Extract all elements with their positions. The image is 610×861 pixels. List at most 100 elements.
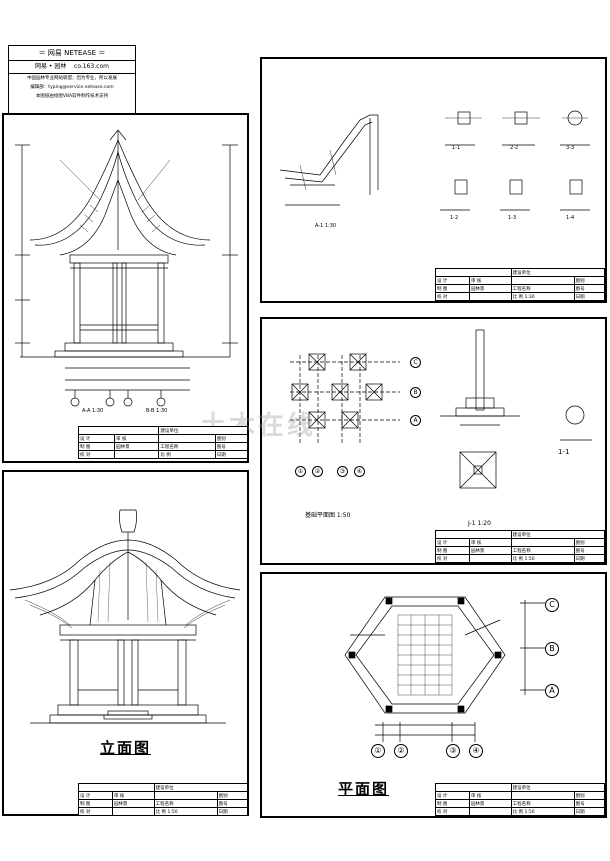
- elevation-drawing: [9, 509, 241, 724]
- tb-cell: 日期: [214, 450, 249, 459]
- tb-cell: 工程名称: [510, 546, 575, 555]
- tb-cell: 校 对: [77, 450, 116, 459]
- tb-cell: 审 核: [468, 276, 512, 285]
- detail-label-12: 1-2: [450, 215, 459, 221]
- tb-cell: [435, 268, 512, 277]
- section-label-aa: A-A 1:30: [82, 408, 104, 414]
- plan-axis-1: ①: [371, 744, 385, 758]
- tb-cell: 设 计: [435, 276, 470, 285]
- plan-drawing: [344, 596, 545, 742]
- detail-label-33: 3-3: [566, 145, 575, 151]
- detail-label-a1: A-1 1:30: [315, 223, 337, 229]
- foundation-plan-label: 基础平面图 1:50: [305, 512, 351, 519]
- tb-cell: [468, 554, 512, 563]
- tb-cell: 审 核: [468, 538, 512, 547]
- tb-cell: 园林景: [468, 546, 512, 555]
- foundation-axis-c: C: [410, 357, 421, 368]
- plan-axis-a: A: [545, 684, 559, 698]
- tb-cell: 工程名称: [510, 284, 575, 293]
- tb-cell: 制 图: [77, 442, 116, 451]
- tb-cell: 比 例: [158, 450, 216, 459]
- tb-cell: 图号: [573, 284, 606, 293]
- tb-cell: 审 核: [111, 791, 155, 800]
- tb-cell: 日期: [216, 807, 249, 816]
- tb-cell: [158, 434, 216, 443]
- roof-detail-drawing: [279, 110, 590, 211]
- tb-cell: 日期: [573, 554, 606, 563]
- tb-cell: 日期: [573, 292, 606, 301]
- title-block-section: 建设单位 设 计审 核图别 制 图园林景工程名称图号 校 对比 例日期: [77, 426, 249, 459]
- tb-cell: [78, 783, 155, 792]
- foundation-axis-a: A: [410, 415, 421, 426]
- tb-cell: 园林景: [114, 442, 160, 451]
- plan-axis-2: ②: [394, 744, 408, 758]
- tb-cell: 园林景: [111, 799, 155, 808]
- tb-cell: 图号: [214, 442, 249, 451]
- tb-cell: 工程名称: [153, 799, 218, 808]
- header-line3: 中国园林专业网站联盟；因为专业，所以发展: [27, 76, 117, 81]
- tb-cell: 审 核: [468, 791, 512, 800]
- detail-label-11: 1-1: [452, 145, 461, 151]
- detail-label-22: 2-2: [510, 145, 519, 151]
- tb-cell: 校 对: [435, 292, 470, 301]
- tb-cell: 比 例 1:50: [510, 807, 575, 816]
- section-drawing: [15, 129, 238, 407]
- header-line4: 编辑部：typing@service.netease.com: [30, 85, 114, 90]
- tb-cell: [510, 538, 575, 547]
- tb-cell: 校 对: [78, 807, 113, 816]
- foundation-axis-3: ③: [337, 466, 348, 477]
- section-label-bb: B-B 1:30: [146, 408, 168, 414]
- sheet-section: [2, 113, 249, 463]
- foundation-detail-drawing: [440, 329, 592, 489]
- tb-cell: 比 例 1:50: [510, 554, 575, 563]
- tb-cell: 制 图: [78, 799, 113, 808]
- tb-cell: [435, 783, 512, 792]
- plan-title: 平面图: [338, 780, 390, 798]
- tb-cell: [510, 791, 575, 800]
- foundation-axis-b: B: [410, 387, 421, 398]
- tb-cell: [111, 807, 155, 816]
- column-section-label: 1-1: [558, 448, 570, 456]
- tb-cell: 设 计: [77, 434, 116, 443]
- tb-cell: 园林景: [468, 284, 512, 293]
- foundation-axis-2: ②: [312, 466, 323, 477]
- tb-cell: [153, 791, 218, 800]
- header-line2-site: co.163.com: [74, 63, 109, 70]
- tb-cell: 审 核: [114, 434, 160, 443]
- detail-label-14: 1-4: [566, 215, 575, 221]
- tb-cell: 日期: [573, 807, 606, 816]
- tb-cell: 工程名称: [510, 799, 575, 808]
- foundation-plan-drawing: [290, 353, 400, 445]
- tb-cell: 设 计: [435, 538, 470, 547]
- tb-cell: 设 计: [435, 791, 470, 800]
- plan-axis-c: C: [545, 598, 559, 612]
- tb-cell: [114, 450, 160, 459]
- tb-cell: 图别: [573, 276, 606, 285]
- tb-cell: 制 图: [435, 284, 470, 293]
- detail-label-13: 1-3: [508, 215, 517, 221]
- tb-cell: 比 例 1:30: [510, 292, 575, 301]
- tb-cell: 校 对: [435, 554, 470, 563]
- tb-cell: 建设单位: [510, 783, 606, 792]
- tb-cell: 制 图: [435, 546, 470, 555]
- tb-cell: [77, 426, 160, 435]
- tb-cell: 图别: [216, 791, 249, 800]
- tb-cell: [468, 807, 512, 816]
- plan-axis-3: ③: [446, 744, 460, 758]
- elevation-title: 立面图: [100, 739, 152, 757]
- header-line1: ＝ 网易 NETEASE ＝: [9, 46, 135, 61]
- tb-cell: 工程名称: [158, 442, 216, 451]
- tb-cell: 园林景: [468, 799, 512, 808]
- tb-cell: [510, 276, 575, 285]
- tb-cell: 建设单位: [158, 426, 248, 435]
- tb-cell: [435, 530, 512, 539]
- header-line5: 本图纸由绘图VBA软件制作技术支持: [35, 94, 109, 99]
- tb-cell: 图号: [216, 799, 249, 808]
- sheet-details: [260, 57, 607, 303]
- foundation-axis-1: ①: [295, 466, 306, 477]
